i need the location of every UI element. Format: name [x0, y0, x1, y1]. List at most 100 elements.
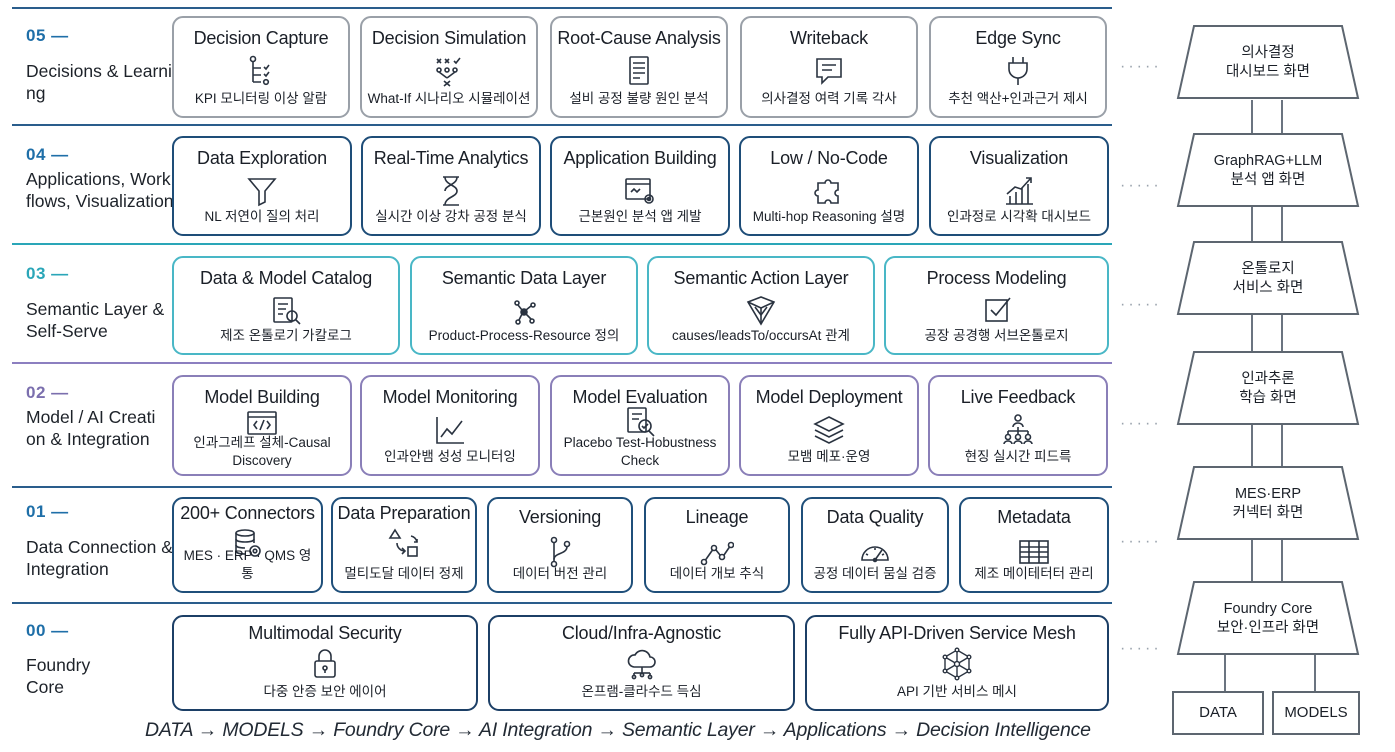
- card-writeback[interactable]: Writeback 의사결정 여력 기록 각사: [740, 16, 918, 118]
- card-lineage[interactable]: Lineage 데이터 개보 추식: [644, 497, 790, 593]
- trapezoid-shape: [1176, 25, 1360, 99]
- hourglass-icon: [443, 176, 459, 206]
- layer-divider-03: [12, 243, 1112, 245]
- card-connectors[interactable]: 200+ Connectors MES · ERP · QMS 영통: [172, 497, 323, 593]
- card-title: Multimodal Security: [248, 623, 402, 643]
- card-title: Data & Model Catalog: [199, 268, 373, 288]
- stack-line1: GraphRAG+LLM: [1213, 153, 1323, 169]
- tree-checklist-icon: [249, 55, 270, 86]
- card-title: Application Building: [563, 148, 717, 168]
- database-gear-icon: [234, 529, 261, 557]
- base-data-box: DATA: [1172, 691, 1264, 735]
- layer-divider-02: [12, 362, 1112, 364]
- card-model-deployment[interactable]: Model Deployment 모뱀 메포·운영: [739, 375, 919, 476]
- card-subtitle: 제조 온톨로기 가칼로그: [220, 328, 352, 343]
- dotted-connector: ·····: [1120, 58, 1162, 75]
- card-multimodal-security[interactable]: Multimodal Security 다중 안증 보안 에이어: [172, 615, 478, 711]
- card-visualization[interactable]: Visualization 인과정로 시각확 대시보드: [929, 136, 1109, 236]
- card-title: Model Deployment: [755, 387, 903, 407]
- card-data-quality[interactable]: Data Quality 공정 데이터 뭄실 검증: [801, 497, 949, 593]
- card-title: Data Preparation: [337, 503, 471, 523]
- card-cloud-infra-agnostic[interactable]: Cloud/Infra-Agnostic 온프램-클라수드 득심: [488, 615, 795, 711]
- stack-line2: 서비스 화면: [1232, 280, 1304, 296]
- bar-trend-icon: [1006, 177, 1033, 205]
- stack-screen-foundry-core: Foundry Core 보안·인프라 화면: [1176, 580, 1360, 656]
- card-data-model-catalog[interactable]: Data & Model Catalog 제조 온톨로기 가칼로그: [172, 256, 400, 355]
- app-gear-icon: [625, 178, 654, 204]
- dotted-connector: ·····: [1120, 177, 1162, 194]
- card-subtitle: 멀티도달 데이터 정제: [344, 566, 464, 581]
- stack-line1: 인과추론: [1241, 371, 1295, 387]
- card-title: Data Exploration: [197, 148, 327, 168]
- stack-line2: 학습 화면: [1239, 390, 1297, 406]
- card-real-time-analytics[interactable]: Real-Time Analytics 실시간 이상 강차 공정 분식: [361, 136, 541, 236]
- card-subtitle: KPI 모니터링 이상 알람: [194, 91, 328, 106]
- card-api-service-mesh[interactable]: Fully API-Driven Service Mesh API 기반 서비스…: [805, 615, 1109, 711]
- layer-number-05: 05 —: [26, 26, 69, 45]
- card-model-evaluation[interactable]: Model Evaluation Placebo Test-Hobustness…: [550, 375, 730, 476]
- checkbox-icon: [984, 297, 1011, 322]
- card-semantic-action-layer[interactable]: Semantic Action Layer causes/leadsTo/occ…: [647, 256, 875, 355]
- stack-line1: MES·ERP: [1234, 486, 1302, 502]
- card-title: Live Feedback: [960, 387, 1076, 407]
- layer-name-04: Applications, Workflows, Visualization: [26, 169, 174, 211]
- card-subtitle: 모뱀 메포·운영: [787, 449, 871, 464]
- card-title: Low / No-Code: [770, 148, 888, 168]
- layer-name-03: Semantic Layer & Self-Serve: [26, 299, 165, 341]
- card-subtitle: MES · ERP · QMS 영통: [183, 548, 312, 581]
- card-subtitle: 실시간 이상 강차 공정 분식: [375, 209, 527, 224]
- cloud-network-icon: [627, 649, 656, 680]
- puzzle-icon: [814, 179, 839, 204]
- card-metadata[interactable]: Metadata 제조 메이테터터 관리: [959, 497, 1109, 593]
- card-title: Semantic Action Layer: [673, 268, 849, 288]
- trapezoid-shape: [1176, 133, 1360, 207]
- card-title: Model Monitoring: [382, 387, 518, 407]
- card-data-preparation[interactable]: Data Preparation 멀티도달 데이터 정제: [331, 497, 477, 593]
- layer-name-05: Decisions & Learning: [26, 61, 172, 103]
- comment-icon: [816, 58, 842, 85]
- card-decision-capture[interactable]: Decision Capture KPI 모니터링 이상 알람: [172, 16, 350, 118]
- trapezoid-shape: [1176, 241, 1360, 315]
- layer-divider-05: [12, 7, 1112, 9]
- code-window-icon: [247, 411, 277, 435]
- stack-line2: 분석 앱 화면: [1230, 172, 1306, 188]
- card-process-modeling[interactable]: Process Modeling 공장 공경행 서브온톨로지: [884, 256, 1109, 355]
- card-subtitle: NL 저연이 질의 처리: [204, 209, 320, 224]
- card-edge-sync[interactable]: Edge Sync 추천 액산+인과근거 제시: [929, 16, 1107, 118]
- card-subtitle: 설비 공정 불량 원인 분석: [569, 91, 709, 106]
- gauge-icon: [861, 546, 889, 563]
- card-semantic-data-layer[interactable]: Semantic Data Layer Product-Process-Reso…: [410, 256, 638, 355]
- card-subtitle: 인과정로 시각확 대시보드: [946, 209, 1092, 224]
- trapezoid-shape: [1176, 466, 1360, 540]
- stack-line2: 커넥터 화면: [1232, 505, 1304, 521]
- card-model-building[interactable]: Model Building 인과그레프 설체-Causal Discovery: [172, 375, 352, 476]
- layer-number-00: 00 —: [26, 621, 69, 640]
- card-subtitle: 인과그레프 설체-Causal Discovery: [193, 435, 331, 468]
- card-live-feedback[interactable]: Live Feedback 현징 실시간 피드륵: [928, 375, 1108, 476]
- card-model-monitoring[interactable]: Model Monitoring 인과안뱀 성성 모니터잉: [360, 375, 540, 476]
- layer-number-02: 02 —: [26, 383, 69, 402]
- card-application-building[interactable]: Application Building 근본원인 분석 앱 게발: [550, 136, 730, 236]
- card-data-exploration[interactable]: Data Exploration NL 저연이 질의 처리: [172, 136, 352, 236]
- card-title: Writeback: [790, 28, 868, 48]
- base-connector-line: [1224, 654, 1226, 692]
- line-chart-icon: [436, 417, 464, 444]
- card-low-no-code[interactable]: Low / No-Code Multi-hop Reasoning 설명: [739, 136, 919, 236]
- base-models-box: MODELS: [1272, 691, 1360, 735]
- card-decision-simulation[interactable]: Decision Simulation What-If 시나리오 시뮬레이션: [360, 16, 538, 118]
- stack-line1: Foundry Core: [1223, 601, 1313, 617]
- card-title: Edge Sync: [975, 28, 1061, 48]
- card-root-cause-analysis[interactable]: Root-Cause Analysis 설비 공정 불량 원인 분석: [550, 16, 728, 118]
- card-subtitle: 제조 메이테터터 관리: [974, 566, 1094, 581]
- node-graph-icon: [514, 300, 536, 325]
- dotted-connector: ·····: [1120, 533, 1162, 550]
- card-subtitle: 인과안뱀 성성 모니터잉: [384, 449, 516, 464]
- funnel-icon: [247, 178, 277, 207]
- layer-number-03: 03 —: [26, 264, 69, 283]
- card-versioning[interactable]: Versioning 데이터 버전 관리: [487, 497, 633, 593]
- stack-line2: 보안·인프라 화면: [1216, 620, 1320, 636]
- stack-line2: 대시보드 화면: [1225, 64, 1311, 80]
- dotted-connector: ·····: [1120, 415, 1162, 432]
